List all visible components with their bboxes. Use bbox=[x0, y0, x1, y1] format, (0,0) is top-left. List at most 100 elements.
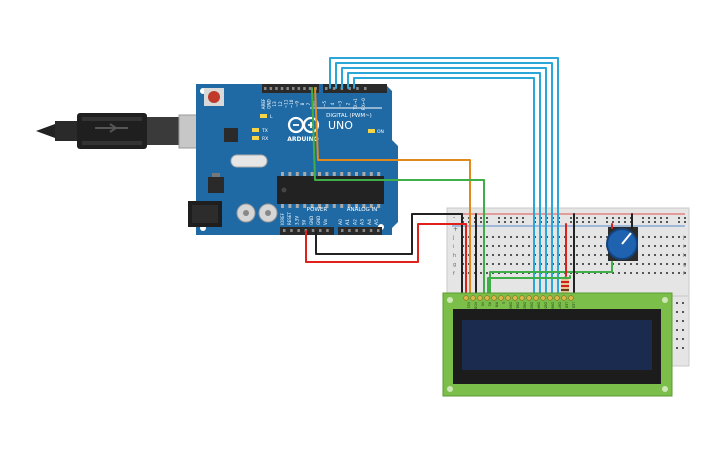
mount-hole bbox=[662, 297, 668, 303]
breadboard-hole bbox=[492, 245, 494, 247]
breadboard-hole bbox=[666, 263, 668, 265]
breadboard-hole bbox=[648, 254, 650, 256]
rail-hole bbox=[516, 217, 518, 219]
lcd-pin-label: DB7 bbox=[558, 302, 562, 309]
breadboard-hole bbox=[682, 347, 684, 349]
lcd-pin-label: DB2 bbox=[523, 302, 527, 309]
breadboard-hole bbox=[480, 245, 482, 247]
row-letter: j bbox=[682, 235, 684, 241]
breadboard-hole bbox=[676, 338, 678, 340]
digital-pin-label: ~6 bbox=[311, 101, 316, 108]
chip-leg bbox=[369, 204, 373, 208]
power-pin-label: 5V bbox=[302, 219, 307, 225]
tx-led-label: TX bbox=[261, 128, 268, 134]
rail-hole bbox=[582, 221, 584, 223]
potentiometer[interactable] bbox=[606, 227, 638, 261]
header-pin bbox=[297, 229, 300, 232]
lcd-pin-label: RW bbox=[495, 302, 499, 308]
breadboard-hole bbox=[486, 272, 488, 274]
breadboard-hole bbox=[648, 272, 650, 274]
crystal bbox=[230, 154, 268, 168]
analog-pin-label: A2 bbox=[352, 219, 358, 225]
power-pin-label: GND bbox=[309, 216, 314, 225]
voltage-regulator bbox=[208, 177, 224, 193]
breadboard-hole bbox=[480, 254, 482, 256]
breadboard-hole bbox=[678, 263, 680, 265]
rail-hole bbox=[612, 217, 614, 219]
breadboard-hole bbox=[672, 263, 674, 265]
power-pin-label: GND bbox=[316, 216, 321, 225]
chip-leg bbox=[332, 204, 336, 208]
digital-pin-label: RX←0 bbox=[361, 98, 366, 110]
chip-leg bbox=[340, 172, 344, 176]
breadboard-hole bbox=[654, 263, 656, 265]
rail-hole bbox=[486, 221, 488, 223]
breadboard-hole bbox=[684, 272, 686, 274]
breadboard-hole bbox=[672, 245, 674, 247]
breadboard-hole bbox=[486, 263, 488, 265]
rail-hole bbox=[570, 217, 572, 219]
lcd-pin bbox=[568, 295, 574, 301]
breadboard-hole bbox=[678, 236, 680, 238]
breadboard-hole bbox=[594, 236, 596, 238]
breadboard-hole bbox=[666, 245, 668, 247]
digital-pin-label: ~3 bbox=[338, 101, 343, 108]
breadboard-hole bbox=[660, 245, 662, 247]
rail-hole bbox=[576, 221, 578, 223]
chip-leg bbox=[295, 172, 299, 176]
l-led-label: L bbox=[270, 114, 273, 120]
breadboard-hole bbox=[660, 263, 662, 265]
breadboard-hole bbox=[618, 263, 620, 265]
breadboard-hole bbox=[522, 263, 524, 265]
breadboard-hole bbox=[522, 236, 524, 238]
breadboard-hole bbox=[642, 263, 644, 265]
breadboard-hole bbox=[522, 254, 524, 256]
header-pin bbox=[297, 87, 301, 90]
breadboard-hole bbox=[522, 245, 524, 247]
breadboard-hole bbox=[510, 263, 512, 265]
breadboard-hole bbox=[480, 272, 482, 274]
breadboard-hole bbox=[678, 272, 680, 274]
usb-cable bbox=[36, 113, 216, 149]
breadboard-hole bbox=[654, 245, 656, 247]
breadboard-hole bbox=[492, 263, 494, 265]
breadboard-hole bbox=[528, 254, 530, 256]
mount-hole bbox=[447, 386, 453, 392]
breadboard-hole bbox=[594, 263, 596, 265]
header-pin bbox=[341, 229, 344, 232]
row-letter: f bbox=[453, 271, 455, 277]
header-pin bbox=[290, 229, 293, 232]
chip-leg bbox=[303, 172, 307, 176]
rail-hole bbox=[624, 217, 626, 219]
lcd-pin-label: LED bbox=[572, 302, 576, 309]
digital-pin-label: ~5 bbox=[322, 101, 327, 108]
wire-blue-e bbox=[353, 77, 535, 298]
lcd-pin-label: VSS bbox=[467, 302, 471, 308]
analog-pin-label: A0 bbox=[338, 219, 344, 225]
breadboard-hole bbox=[480, 236, 482, 238]
digital-pin-label: 7 bbox=[306, 102, 311, 105]
breadboard-hole bbox=[678, 245, 680, 247]
lcd-pin-label: LED bbox=[565, 302, 569, 309]
breadboard-hole bbox=[660, 254, 662, 256]
wires bbox=[305, 57, 633, 298]
digital-pin-label: 8 bbox=[300, 102, 305, 105]
breadboard-hole bbox=[676, 329, 678, 331]
chip-leg bbox=[318, 172, 321, 176]
breadboard-hole bbox=[672, 272, 674, 274]
row-letter: i bbox=[453, 244, 454, 250]
lcd-pin bbox=[533, 295, 539, 301]
chip-leg bbox=[303, 204, 307, 208]
header-pin bbox=[311, 229, 315, 232]
row-letter: f bbox=[683, 271, 685, 277]
wire-black-gnd bbox=[315, 213, 463, 255]
digital-pin-label: TX→1 bbox=[353, 98, 358, 111]
rail-hole bbox=[678, 217, 680, 219]
breadboard-hole bbox=[492, 254, 494, 256]
breadboard-hole bbox=[666, 254, 668, 256]
breadboard-hole bbox=[516, 236, 518, 238]
rail-hole bbox=[522, 221, 524, 223]
lcd-pin-label: VDD bbox=[474, 302, 478, 310]
analog-header bbox=[338, 227, 382, 235]
